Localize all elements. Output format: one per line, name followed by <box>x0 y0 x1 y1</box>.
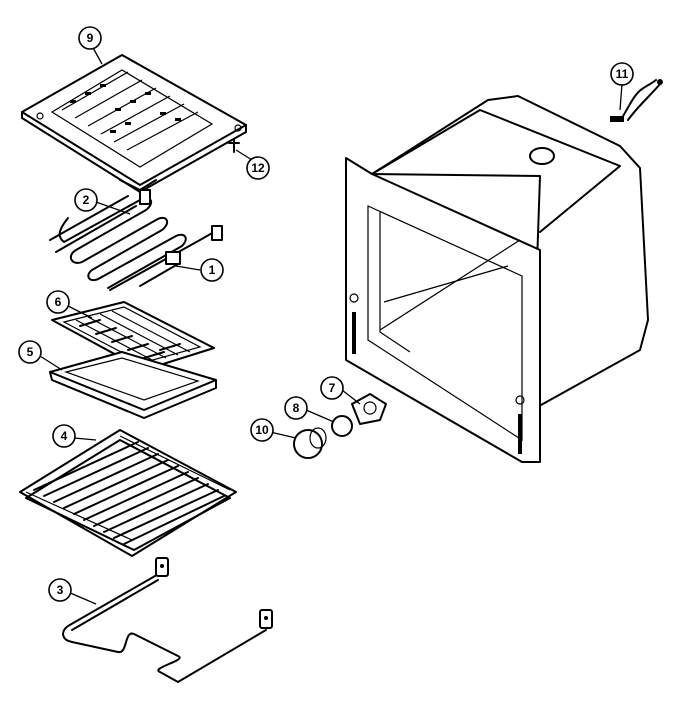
callout-5-label: 5 <box>27 345 34 359</box>
callout-11-label: 11 <box>616 67 629 81</box>
oven-cavity <box>345 95 649 463</box>
callout-8-label: 8 <box>293 401 300 415</box>
broiler-pan <box>49 351 217 419</box>
callout-9: 9 <box>78 26 102 50</box>
callout-5: 5 <box>18 340 42 364</box>
callout-3-label: 3 <box>57 583 64 597</box>
callout-4-label: 4 <box>61 429 68 443</box>
callout-6: 6 <box>46 290 70 314</box>
bake-element <box>62 557 273 683</box>
callout-2-label: 2 <box>83 193 90 207</box>
callout-11: 11 <box>610 62 634 86</box>
light-bulb <box>331 415 353 437</box>
light-cover <box>293 427 327 459</box>
callout-8: 8 <box>284 396 308 420</box>
light-socket <box>351 393 387 425</box>
broil-element <box>49 189 223 291</box>
callout-6-label: 6 <box>55 295 62 309</box>
callout-9-label: 9 <box>87 31 94 45</box>
callout-7: 7 <box>320 376 344 400</box>
callout-4: 4 <box>52 424 76 448</box>
callout-10: 10 <box>250 418 274 442</box>
callout-1-label: 1 <box>209 263 216 277</box>
callout-12: 12 <box>246 156 270 180</box>
broiler-pan-insert <box>51 301 215 371</box>
screw <box>228 139 240 153</box>
callout-7-label: 7 <box>329 381 336 395</box>
callout-2: 2 <box>74 188 98 212</box>
callout-10-label: 10 <box>255 423 269 437</box>
wire-harness <box>610 79 663 122</box>
callout-12-label: 12 <box>251 161 265 175</box>
oven-rack <box>19 429 237 557</box>
callout-1: 1 <box>200 258 224 282</box>
callout-3: 3 <box>48 578 72 602</box>
top-shield-panel <box>21 54 247 193</box>
